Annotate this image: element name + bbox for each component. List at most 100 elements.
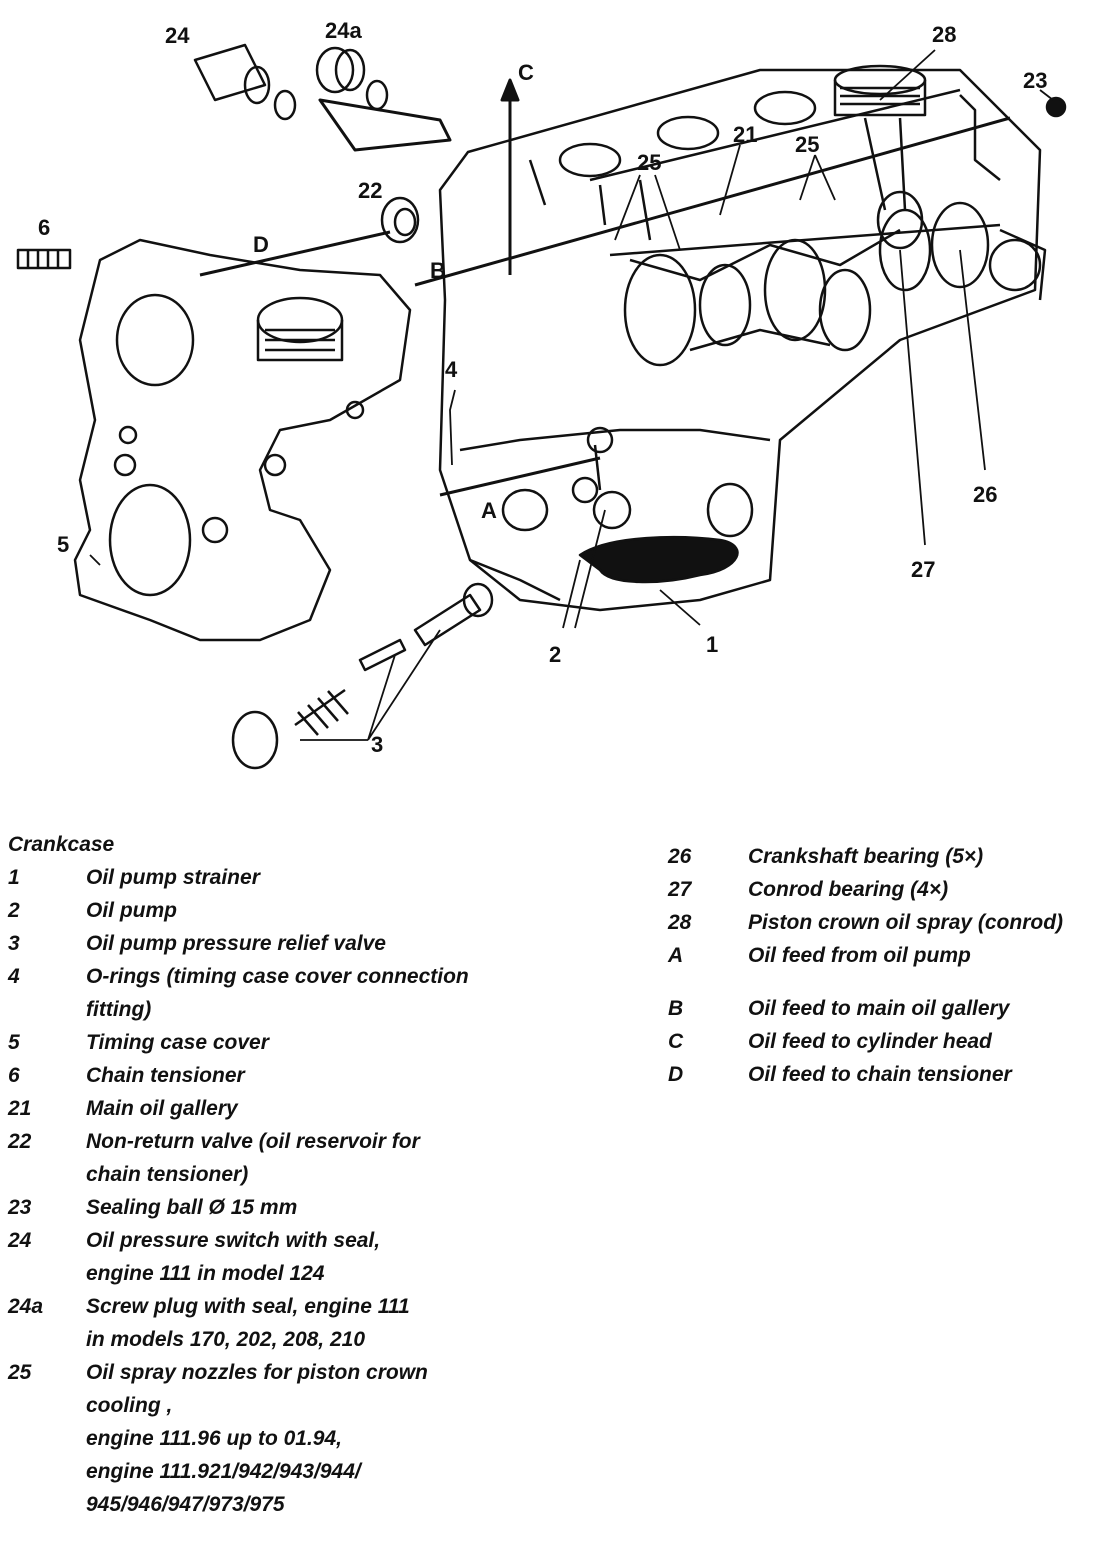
callout-C: C <box>518 60 534 85</box>
legend-item-line: Oil pump strainer <box>86 866 260 889</box>
legend-item-number: 24 <box>8 1229 32 1252</box>
legend-item-text: Screw plug with seal, engine 111 in model… <box>86 1290 568 1356</box>
legend-item-line: Crankshaft bearing (5×) <box>748 845 984 868</box>
crankshaft <box>609 201 1001 367</box>
legend-item-text: Non-return valve (oil reservoir for chain… <box>86 1125 568 1191</box>
legend-item-number: 21 <box>8 1097 32 1120</box>
timing-case-cover <box>73 238 412 642</box>
callout-1: 1 <box>706 632 718 657</box>
legend-item-text: Chain tensioner <box>86 1059 568 1092</box>
callout-4: 4 <box>445 357 458 382</box>
callout-21: 21 <box>733 122 757 147</box>
legend-item-number: 3 <box>8 932 20 955</box>
callout-26: 26 <box>973 482 997 507</box>
legend-item-number: D <box>668 1063 684 1086</box>
legend-item: 22 Non-return valve (oil reservoir for cha… <box>8 1125 568 1191</box>
legend-item: A Oil feed from oil pump <box>668 939 1113 972</box>
legend-item-text: Crankshaft bearing (5×) <box>748 840 1113 873</box>
legend-item-text: Oil pressure switch with seal, engine 111… <box>86 1224 568 1290</box>
legend-item-line: Oil feed to main oil gallery <box>748 997 1010 1020</box>
legend-item-line: Oil pressure switch with seal, <box>86 1229 381 1252</box>
legend-item-number: 27 <box>668 878 692 901</box>
chain-tensioner <box>16 248 72 270</box>
legend-item: 27 Conrod bearing (4×) <box>668 873 1113 906</box>
legend-item-line: Main oil gallery <box>86 1097 238 1120</box>
legend-item-line: engine 111.921/942/943/944/ <box>86 1460 361 1483</box>
legend-item-line: Conrod bearing (4×) <box>748 878 949 901</box>
callout-2: 2 <box>549 642 561 667</box>
legend-item-number: 28 <box>668 911 692 934</box>
non-return-valve <box>380 196 420 244</box>
legend-item-text: Timing case cover <box>86 1026 568 1059</box>
legend-item-line: Oil pump pressure relief valve <box>86 932 386 955</box>
legend-item-number: 25 <box>8 1361 32 1384</box>
legend-item-line: in models 170, 202, 208, 210 <box>86 1328 366 1351</box>
legend-item: 28 Piston crown oil spray (conrod) <box>668 906 1113 939</box>
legend-item-number: 4 <box>8 965 20 988</box>
legend-item: 5 Timing case cover <box>8 1026 568 1059</box>
legend-item-text: Main oil gallery <box>86 1092 568 1125</box>
pressure-relief-valve <box>231 582 494 770</box>
callout-6: 6 <box>38 215 50 240</box>
legend-item-line: chain tensioner) <box>86 1163 249 1186</box>
legend-item: 21 Main oil gallery <box>8 1092 568 1125</box>
legend-item-number: 5 <box>8 1031 20 1054</box>
legend-item-line: Oil feed from oil pump <box>748 944 971 967</box>
legend-item-number: 24a <box>8 1295 44 1318</box>
legend-item-number: 2 <box>8 899 20 922</box>
oil-pump <box>571 426 632 530</box>
legend-item-line: cooling , <box>86 1394 173 1417</box>
legend-item-number: 22 <box>8 1130 32 1153</box>
callout-B: B <box>430 258 446 283</box>
legend-item-number: A <box>668 944 684 967</box>
legend-item-text: Oil feed from oil pump <box>748 939 1113 972</box>
oil-feed-lines <box>199 78 1011 497</box>
legend-item-line: Chain tensioner <box>86 1064 245 1087</box>
legend-item-number: 1 <box>8 866 20 889</box>
legend-item-line: Oil pump <box>86 899 177 922</box>
callout-D: D <box>253 232 269 257</box>
legend-item-line: engine 111.96 up to 01.94, <box>86 1427 342 1450</box>
legend-item-line: O-rings (timing case cover connection <box>86 965 469 988</box>
legend-item-text: Oil pump pressure relief valve <box>86 927 568 960</box>
callout-5: 5 <box>57 532 69 557</box>
legend-item-text: Oil feed to cylinder head <box>748 1025 1113 1058</box>
legend-item-text: Sealing ball Ø 15 mm <box>86 1191 568 1224</box>
legend-item-line: Oil feed to chain tensioner <box>748 1063 1012 1086</box>
legend-item: 24 Oil pressure switch with seal, engine 1… <box>8 1224 568 1290</box>
piston-assembly <box>833 64 927 250</box>
legend-item-text: Oil feed to chain tensioner <box>748 1058 1113 1091</box>
legend-item: C Oil feed to cylinder head <box>668 1025 1113 1058</box>
legend-item-text: Oil feed to main oil gallery <box>748 992 1113 1025</box>
legend-item-text: Conrod bearing (4×) <box>748 873 1113 906</box>
legend-item-line: Oil feed to cylinder head <box>748 1030 992 1053</box>
callout-27: 27 <box>911 557 935 582</box>
legend-item-line: Non-return valve (oil reservoir for <box>86 1130 420 1153</box>
callout-24a: 24a <box>325 18 362 43</box>
legend-item-number: B <box>668 997 684 1020</box>
callout-25-left: 25 <box>637 150 661 175</box>
legend-item: B Oil feed to main oil gallery <box>668 992 1113 1025</box>
legend-item-text: Oil pump <box>86 894 568 927</box>
sealing-ball <box>1045 96 1067 118</box>
legend-item-number: C <box>668 1030 684 1053</box>
legend-item-line: Screw plug with seal, engine 111 <box>86 1295 410 1318</box>
legend-item-line: Sealing ball Ø 15 mm <box>86 1196 298 1219</box>
legend-item-line: Piston crown oil spray (conrod) <box>748 911 1064 934</box>
legend-item-text: Oil pump strainer <box>86 861 568 894</box>
legend-item-line: 945/946/947/973/975 <box>86 1493 285 1516</box>
oil-pan <box>459 428 771 602</box>
callout-22: 22 <box>358 178 382 203</box>
legend-item-line: engine 111 in model 124 <box>86 1262 325 1285</box>
legend-item-line: Timing case cover <box>86 1031 269 1054</box>
legend-item-line: fitting) <box>86 998 152 1021</box>
legend-item: 2 Oil pump <box>8 894 568 927</box>
